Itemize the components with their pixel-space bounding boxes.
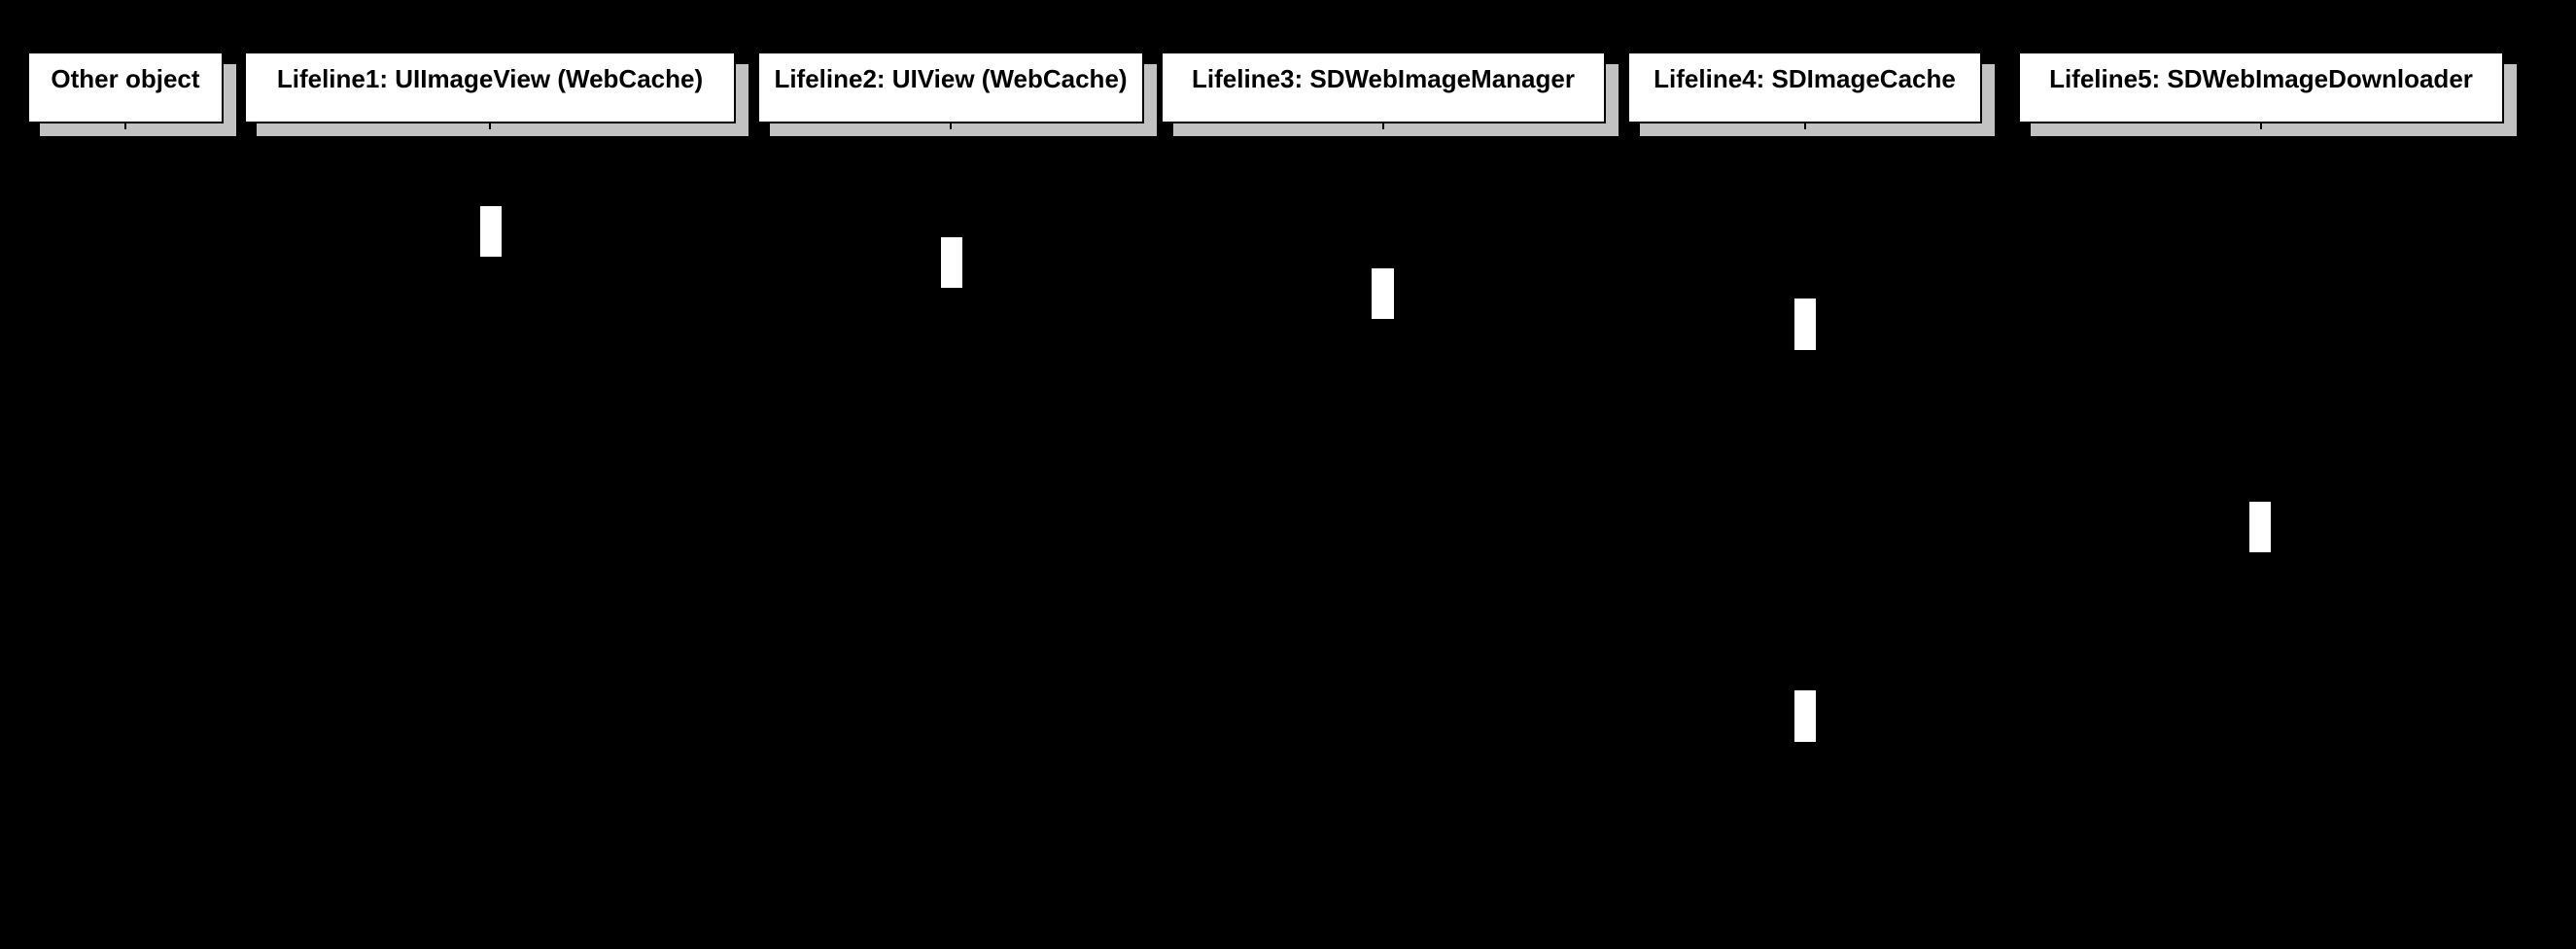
activation-bar-uiimageview bbox=[479, 205, 503, 258]
lifeline-label: Lifeline4: SDImageCache bbox=[1654, 64, 1956, 93]
lifeline-uiimageview-webcache bbox=[489, 123, 491, 939]
lifeline-label: Lifeline1: UIImageView (WebCache) bbox=[276, 64, 704, 93]
activation-bar-sdimagecache-1 bbox=[1793, 298, 1817, 351]
lifeline-head-other-object: Other object bbox=[27, 52, 224, 123]
lifeline-label: Lifeline2: UIView (WebCache) bbox=[774, 64, 1128, 93]
lifeline-label: Lifeline3: SDWebImageManager bbox=[1192, 64, 1575, 93]
lifeline-head-sdimagecache: Lifeline4: SDImageCache bbox=[1627, 52, 1982, 123]
lifeline-head-uiview-webcache: Lifeline2: UIView (WebCache) bbox=[757, 52, 1144, 123]
lifeline-head-sdwebimagedownloader: Lifeline5: SDWebImageDownloader bbox=[2018, 52, 2504, 123]
lifeline-label: Lifeline5: SDWebImageDownloader bbox=[2049, 64, 2473, 93]
lifeline-sdwebimagemanager bbox=[1382, 123, 1384, 939]
activation-bar-sdimagecache-2 bbox=[1793, 689, 1817, 743]
lifeline-sdimagecache bbox=[1804, 123, 1806, 939]
lifeline-head-uiimageview-webcache: Lifeline1: UIImageView (WebCache) bbox=[244, 52, 736, 123]
lifeline-label: Other object bbox=[51, 64, 200, 93]
lifeline-other-object bbox=[124, 123, 126, 939]
activation-bar-uiview bbox=[940, 236, 963, 289]
lifeline-uiview-webcache bbox=[950, 123, 952, 939]
lifeline-head-sdwebimagemanager: Lifeline3: SDWebImageManager bbox=[1161, 52, 1606, 123]
activation-bar-sdwebimagemanager bbox=[1371, 267, 1395, 320]
activation-bar-sdwebimagedownloader bbox=[2248, 501, 2272, 553]
